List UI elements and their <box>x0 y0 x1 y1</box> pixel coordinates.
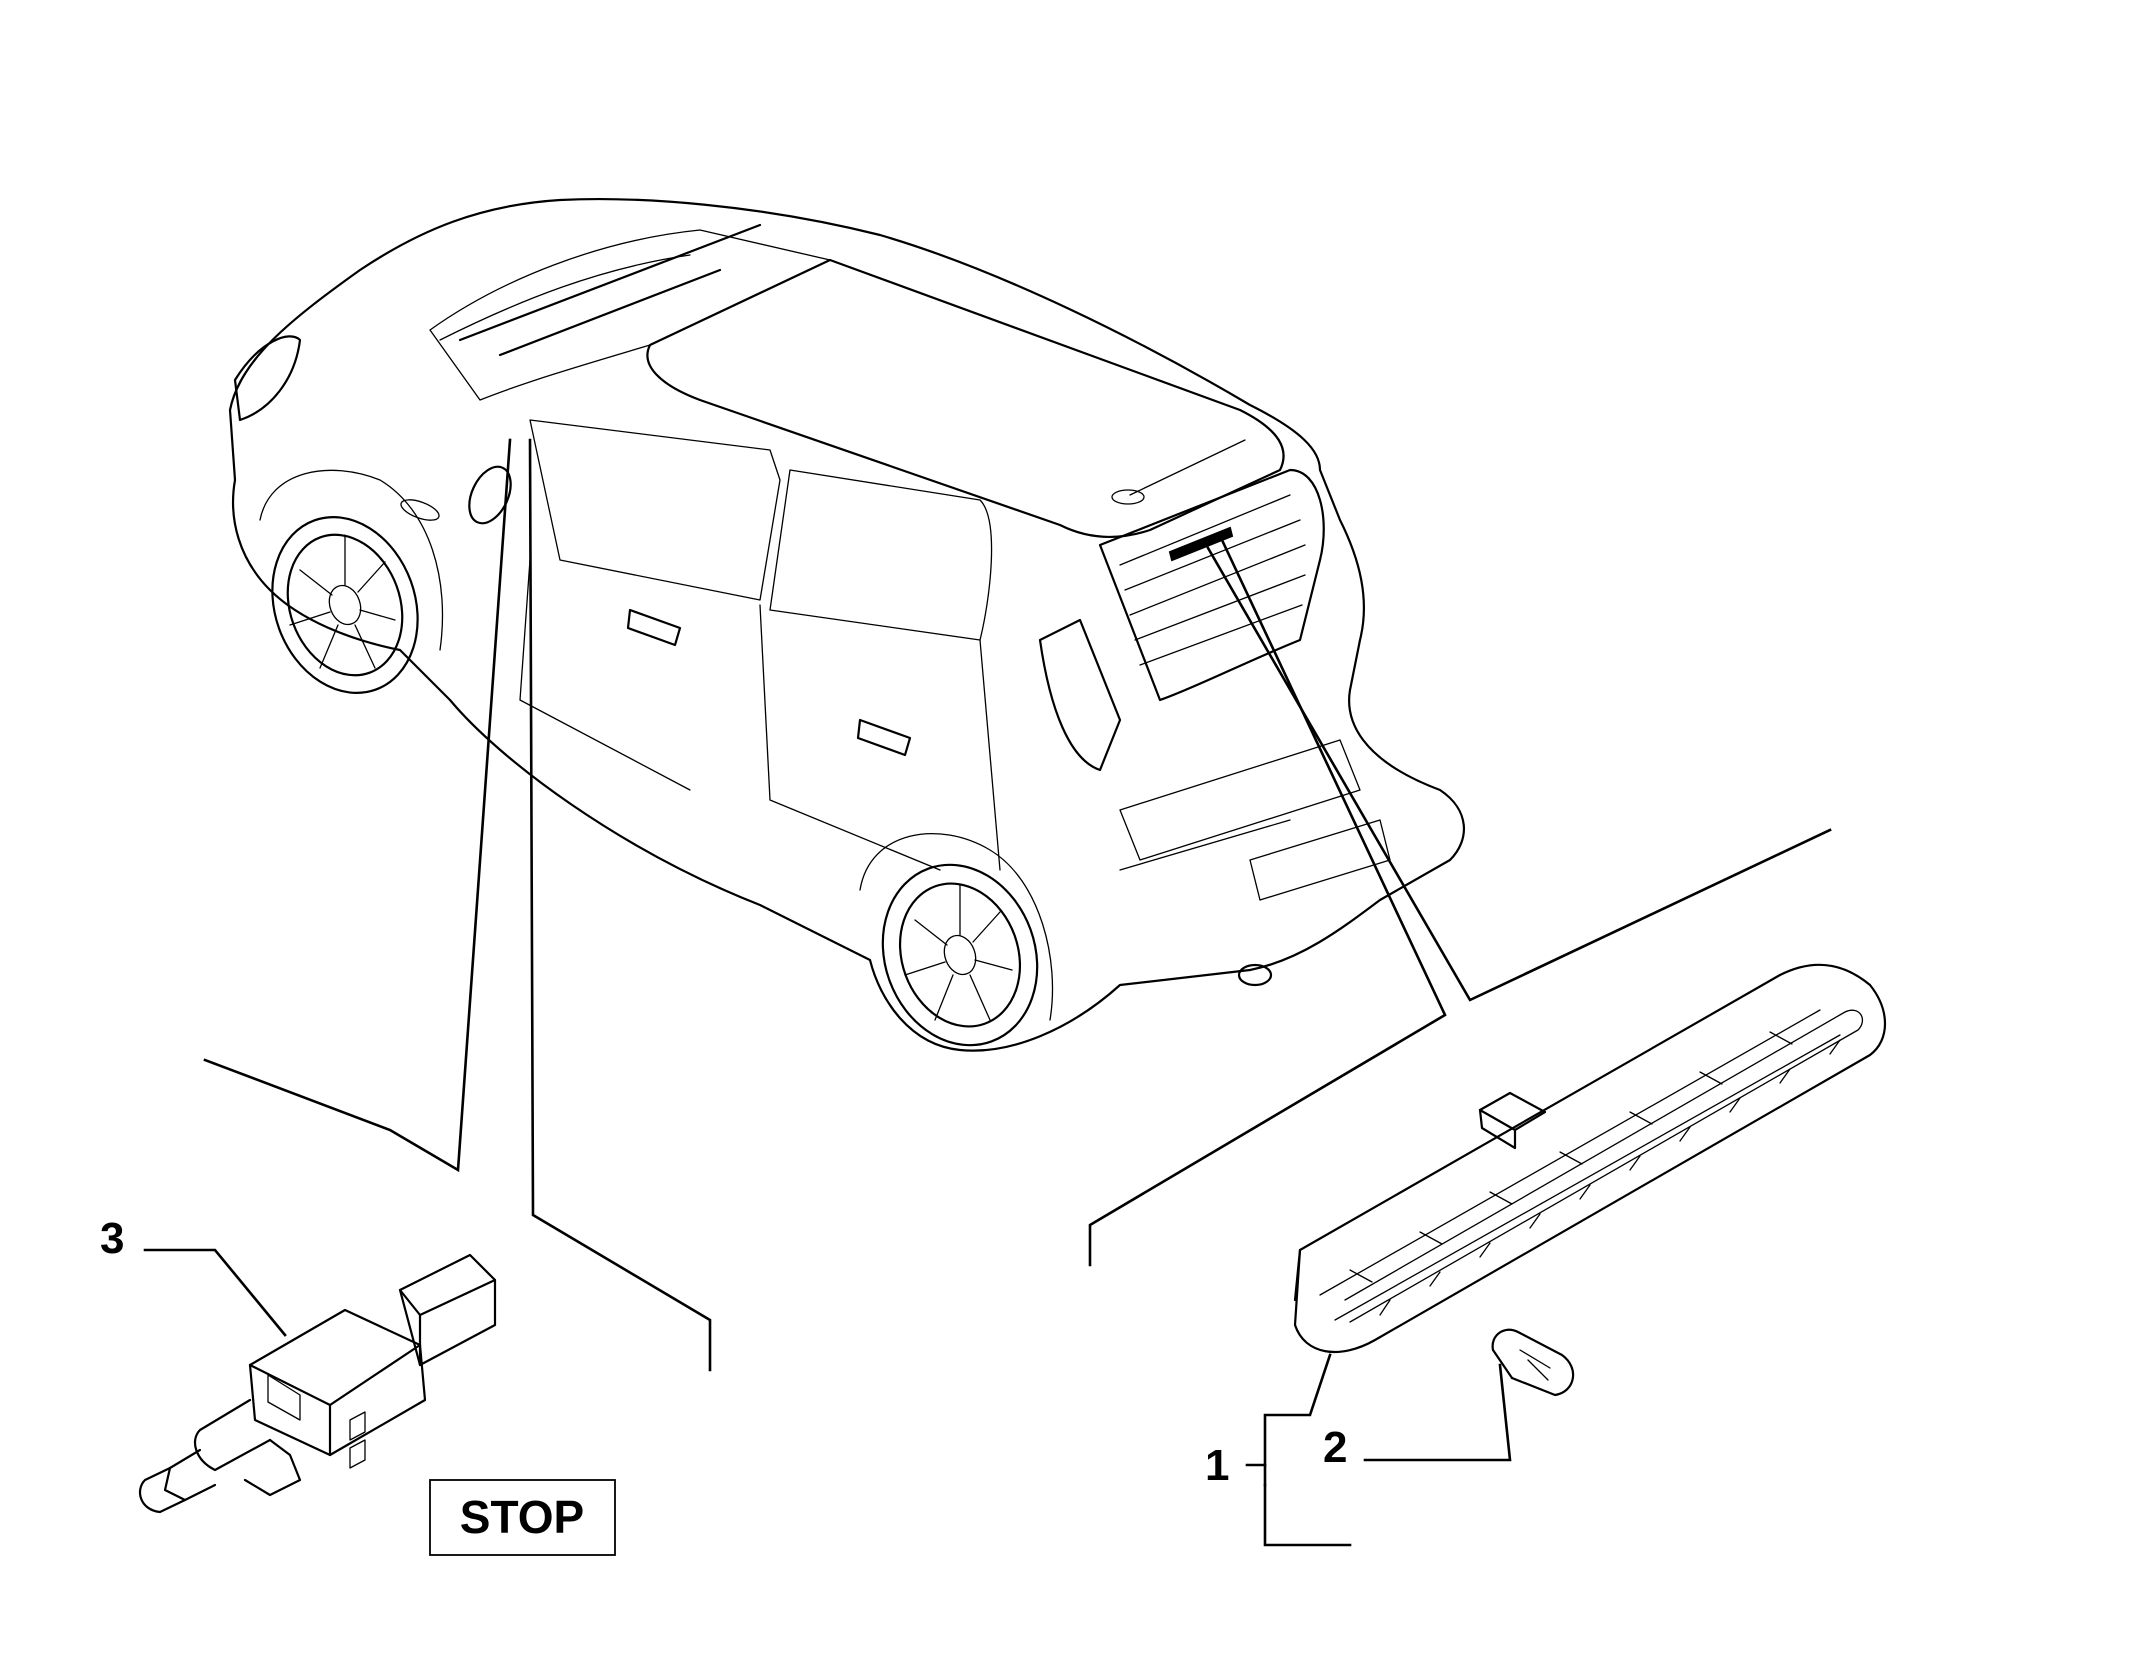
brake-light-bar-icon <box>1293 963 1887 1354</box>
brake-light-location-mark <box>1168 526 1234 562</box>
stop-label: STOP <box>460 1491 584 1543</box>
stop-box: STOP <box>429 1479 616 1556</box>
front-wheel <box>271 516 419 694</box>
stop-switch-icon <box>138 1253 497 1514</box>
callout-3: 3 <box>100 1214 124 1263</box>
callout-1: 1 <box>1205 1441 1229 1490</box>
rear-wheel <box>881 863 1039 1047</box>
rear-window-defroster-lines <box>1119 494 1306 666</box>
callout-leaders <box>143 1248 1512 1547</box>
callout-2: 2 <box>1323 1423 1347 1472</box>
leader-lines <box>203 438 1832 1372</box>
stop-box-frame <box>429 1479 616 1556</box>
bulb-icon <box>1491 1328 1575 1397</box>
car-drawing <box>228 198 1465 1052</box>
